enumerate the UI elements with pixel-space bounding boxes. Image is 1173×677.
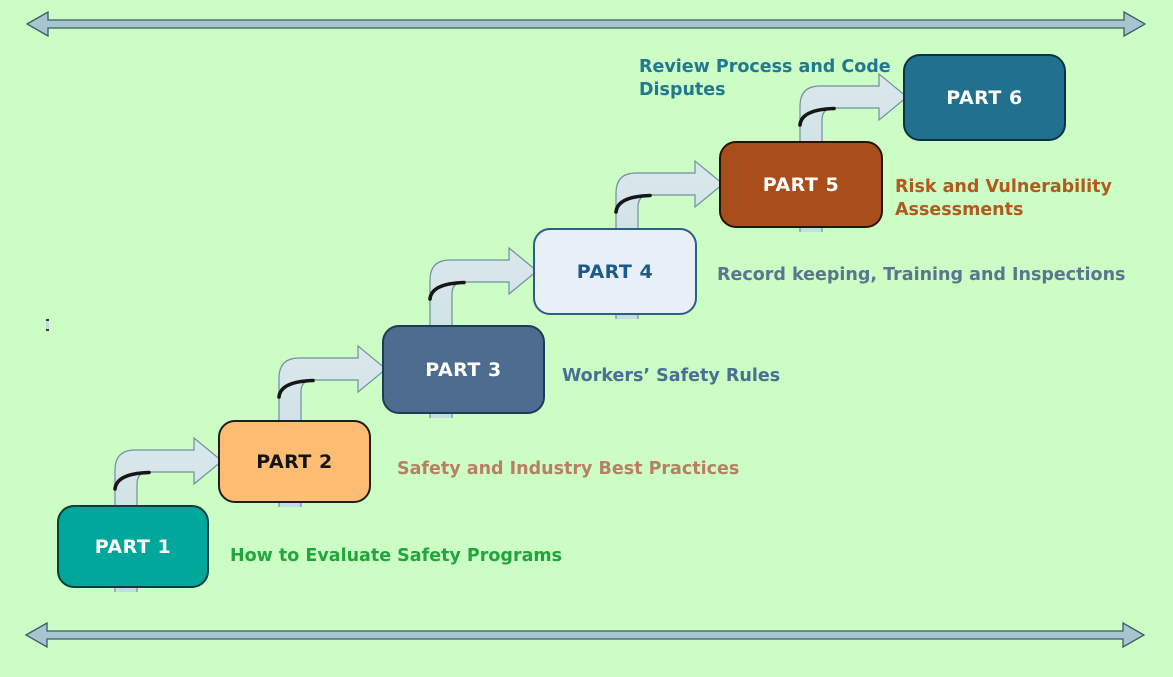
bent-arrow-1 <box>113 436 223 592</box>
bent-arrow-2 <box>277 344 387 507</box>
caption-part-3: Workers’ Safety Rules <box>562 365 780 388</box>
part-3-box: PART 3 <box>382 325 545 414</box>
caption-part-1: How to Evaluate Safety Programs <box>230 545 562 568</box>
caption-part-2: Safety and Industry Best Practices <box>397 458 739 481</box>
part-5-label: PART 5 <box>762 173 840 196</box>
timeline-arrow-top <box>26 10 1146 38</box>
caption-part-5-line2: Assessments <box>895 199 1024 220</box>
caption-part-4: Record keeping, Training and Inspections <box>717 264 1125 287</box>
part-4-box: PART 4 <box>533 228 697 315</box>
caption-part-5-line1: Risk and Vulnerability <box>895 177 1112 197</box>
part-6-box: PART 6 <box>903 54 1066 141</box>
bent-arrow-5 <box>798 72 908 232</box>
caption-part-3-line: Workers’ Safety Rules <box>562 366 781 386</box>
part-4-label: PART 4 <box>576 260 654 283</box>
part-2-box: PART 2 <box>218 420 371 503</box>
part-5-box: PART 5 <box>719 141 883 228</box>
caption-part-4-line: Record keeping, Training and Inspections <box>717 265 1126 285</box>
part-2-label: PART 2 <box>256 450 333 473</box>
part-3-label: PART 3 <box>425 358 502 381</box>
caption-part-6-line1: Review Process and Code <box>639 57 891 77</box>
caption-part-6: Review Process and Code Disputes <box>639 56 891 101</box>
caption-part-1-line: How to Evaluate Safety Programs <box>230 546 563 566</box>
caption-part-2-line: Safety and Industry Best Practices <box>397 459 740 479</box>
caption-part-6-line2: Disputes <box>639 79 726 100</box>
part-6-label: PART 6 <box>946 86 1023 109</box>
part-1-label: PART 1 <box>94 535 172 558</box>
bent-arrow-4 <box>614 159 724 319</box>
bent-arrow-3 <box>428 246 538 418</box>
timeline-arrow-bottom <box>25 621 1145 649</box>
stray-mark <box>46 319 49 331</box>
caption-part-5: Risk and Vulnerability Assessments <box>895 176 1112 221</box>
part-1-box: PART 1 <box>57 505 209 588</box>
